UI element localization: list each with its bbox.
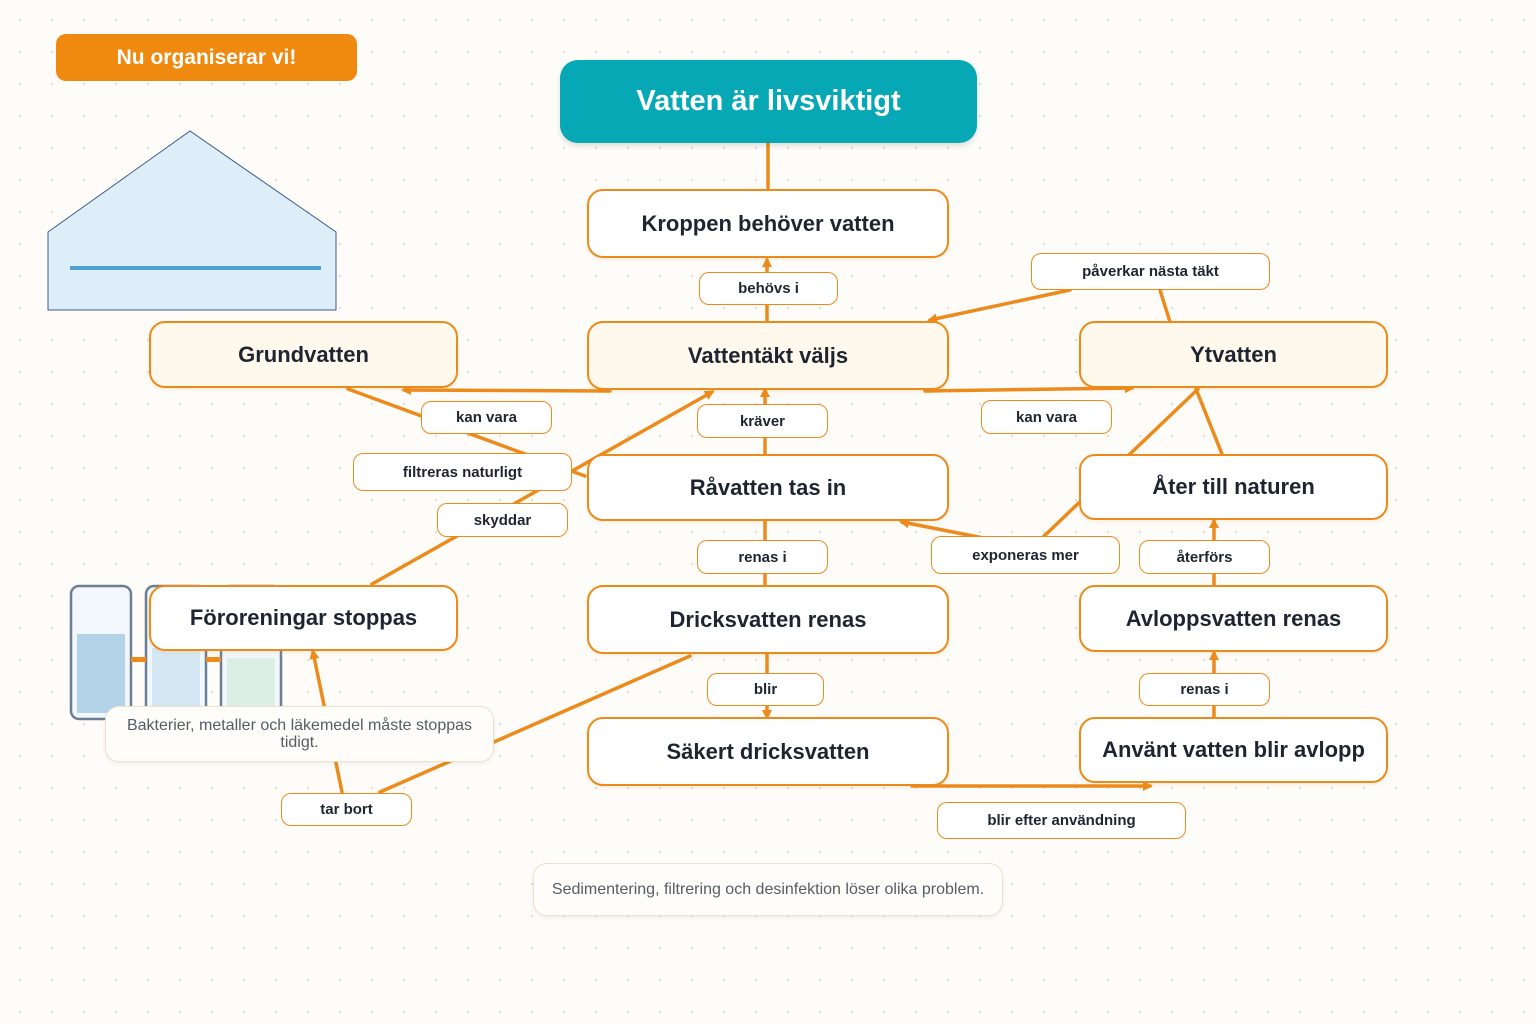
node-vattentakt[interactable]: Vattentäkt väljs: [587, 321, 949, 390]
edge-label-blir: blir: [707, 673, 824, 706]
node-avloppsvatten[interactable]: Avloppsvatten renas: [1079, 585, 1388, 652]
node-grundvatten[interactable]: Grundvatten: [149, 321, 458, 388]
node-ater[interactable]: Åter till naturen: [1079, 454, 1388, 520]
house-illustration: [47, 130, 337, 311]
edge-paverkar-b: [927, 288, 1072, 324]
node-fororeningar[interactable]: Föroreningar stoppas: [149, 585, 458, 651]
node-anvant[interactable]: Använt vatten blir avlopp: [1079, 717, 1388, 783]
edge-label-renas-i-left: renas i: [697, 540, 828, 574]
edge-kan-vara-left: [401, 385, 612, 396]
node-kroppen[interactable]: Kroppen behöver vatten: [587, 189, 949, 258]
edge-label-blir-efter: blir efter användning: [937, 802, 1186, 839]
node-ytvatten[interactable]: Ytvatten: [1079, 321, 1388, 388]
note-bakterier: Bakterier, metaller och läkemedel måste …: [105, 706, 494, 762]
edge-label-kan-vara-right: kan vara: [981, 400, 1112, 434]
edge-ytvatten-ater: [1194, 387, 1224, 456]
edge-label-tar-bort: tar bort: [281, 793, 412, 826]
edge-label-filtreras: filtreras naturligt: [353, 453, 572, 491]
node-sakert[interactable]: Säkert dricksvatten: [587, 717, 949, 786]
edge-label-renas-i-right: renas i: [1139, 673, 1270, 706]
edge-label-kraver: kräver: [697, 404, 828, 438]
edge-label-paverkar: påverkar nästa täkt: [1031, 253, 1270, 290]
edge-label-skyddar: skyddar: [437, 503, 568, 537]
section-badge: Nu organiserar vi!: [56, 34, 357, 81]
edge-label-behovs-i: behövs i: [699, 272, 838, 305]
edge-kan-vara-right: [923, 383, 1135, 394]
edge-label-aterfors: återförs: [1139, 540, 1270, 574]
edge-label-kan-vara-left: kan vara: [421, 401, 552, 434]
note-sedimentering: Sedimentering, filtrering och desinfekti…: [533, 863, 1003, 916]
node-dricksvatten[interactable]: Dricksvatten renas: [587, 585, 949, 654]
edge-label-exponeras: exponeras mer: [931, 536, 1120, 574]
node-ravatten[interactable]: Råvatten tas in: [587, 454, 949, 521]
root-node[interactable]: Vatten är livsviktigt: [560, 60, 977, 143]
edge-paverkar-a: [1158, 288, 1172, 324]
